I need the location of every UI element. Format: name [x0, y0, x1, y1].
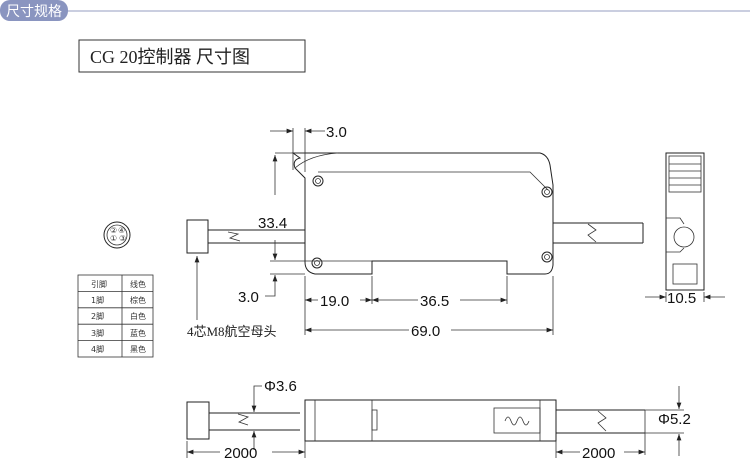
table-cell: 棕色 — [130, 295, 146, 305]
connector-label: 4芯M8航空母头 — [187, 324, 277, 339]
controller-body-bottom — [304, 399, 557, 442]
dim-length: 69.0 — [411, 323, 440, 340]
side-view: 10.5 — [645, 152, 725, 307]
table-header-pin: 引脚 — [91, 279, 107, 289]
dim-top-offset: 3.0 — [326, 124, 347, 141]
bottom-view: Φ3.6 Φ5.2 2000 2000 — [186, 378, 691, 458]
section-label: 尺寸规格 — [6, 4, 62, 20]
drawing-title: CG 20控制器 尺寸图 — [90, 47, 250, 67]
pin-3-label: ③ — [119, 234, 126, 243]
section-badge — [0, 0, 68, 21]
dim-right-cable-dia: Φ5.2 — [658, 411, 691, 428]
table-cell: 白色 — [130, 311, 146, 321]
table-cell: 3脚 — [91, 328, 104, 338]
controller-body — [291, 152, 554, 275]
dim-left-cable-len: 2000 — [224, 445, 257, 458]
pin-color-table: 引脚 线色 1脚 棕色 2脚 白色 3脚 蓝色 4脚 黑色 — [77, 274, 154, 358]
table-cell: 4脚 — [91, 344, 104, 354]
section-header: 尺寸规格 — [0, 0, 750, 21]
dim-notch-start: 19.0 — [320, 293, 349, 310]
pin-4-label: ④ — [118, 226, 125, 235]
dim-height: 33.4 — [258, 215, 287, 232]
title-box — [78, 39, 306, 73]
dim-width: 10.5 — [667, 290, 696, 307]
table-cell: 2脚 — [91, 311, 104, 321]
table-header-color: 线色 — [130, 279, 146, 289]
dim-bottom-offset: 3.0 — [238, 289, 259, 306]
front-view — [186, 152, 644, 275]
dim-right-cable-len: 2000 — [582, 445, 615, 458]
m8-plug — [186, 219, 209, 254]
front-dimensions: 3.0 33.4 3.0 19.0 36.5 69.0 4芯M8航空母头 — [187, 124, 554, 340]
pin-1-label: ① — [110, 234, 117, 243]
pin-2-label: ② — [110, 226, 117, 235]
dim-left-cable-dia: Φ3.6 — [264, 378, 297, 395]
table-cell: 黑色 — [130, 344, 146, 354]
table-cell: 蓝色 — [130, 328, 146, 338]
dim-notch-width: 36.5 — [420, 293, 449, 310]
table-cell: 1脚 — [91, 295, 104, 305]
connector-pin-view: ② ④ ① ③ — [103, 221, 131, 249]
